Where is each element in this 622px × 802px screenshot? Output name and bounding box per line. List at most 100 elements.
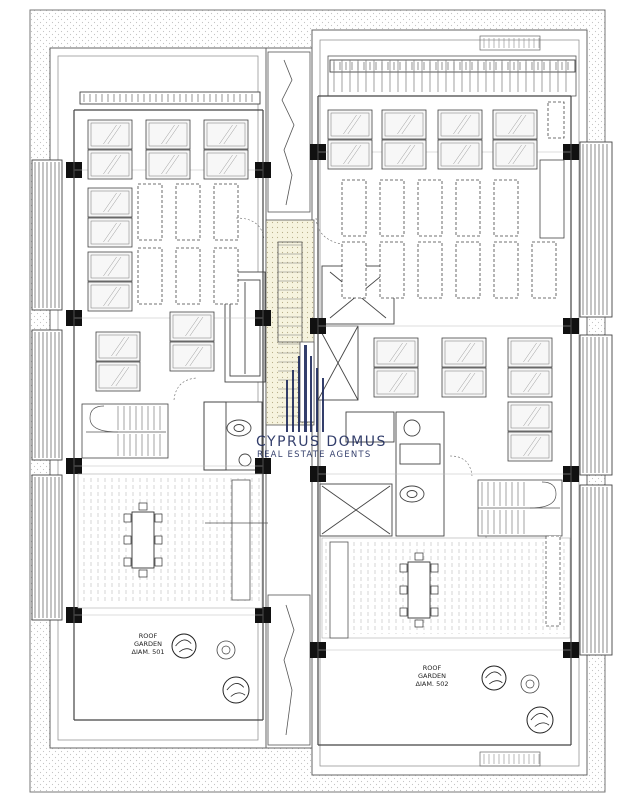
solar-panel-glare [343,114,357,135]
louvre-screens [31,141,613,656]
solar-panel-cell [444,340,484,365]
stair-right [477,479,563,537]
watermark-subtitle: REAL ESTATE AGENTS [257,450,371,460]
solar-panel-cell [495,112,535,137]
deck-area [321,537,571,639]
garden-lamp [520,674,540,694]
solar-panel-cell [90,122,130,147]
solar-panel-glare [111,336,125,357]
solar-panel-glare [185,316,199,337]
solar-panel-glare [527,342,542,363]
equipment-unit [417,241,443,299]
solar-panel-cell [172,314,212,339]
chair [154,535,163,545]
solar-panel-cell [206,152,246,177]
solar-panel-glare [397,114,411,135]
solar-panel-glare [103,154,117,175]
solar-panel-glare [397,144,411,165]
solar-panel-cell [495,142,535,167]
chair [430,563,439,573]
solar-panel-cell [172,344,212,369]
central-corridor [267,51,311,746]
solar-panel-glare [165,124,180,145]
solar-panel-cell [148,152,188,177]
roof-vent [479,751,541,767]
solar-panel-glare [107,192,122,213]
chair [123,535,132,545]
equipment-unit [137,247,163,305]
solar-panel-glare [347,144,362,165]
stair-flight [277,241,303,343]
solar-panel-cell [376,340,416,365]
solar-panel-glare [347,114,362,135]
solar-panel-glare [453,114,467,135]
solar-panel-glare [389,372,403,393]
solar-panel [327,139,373,170]
solar-panel-glare [527,436,542,457]
equipment-unit [455,241,481,299]
solar-panel-cell [90,254,130,279]
solar-panel-glare [523,342,537,363]
plant-leaves [175,639,193,653]
planter [231,479,251,601]
watermark-logo [286,345,324,432]
solar-panel-cell [206,122,246,147]
solar-panel-cell [440,142,480,167]
solar-panel-glare [508,114,522,135]
deck-right [321,535,571,639]
plant [222,676,250,704]
solar-panel-glare [115,336,130,357]
chair [138,569,148,578]
solar-panel-glare [185,346,199,367]
solar-panel-glare [189,346,204,367]
dining-table [131,511,155,569]
equipment-unit [539,159,565,239]
solar-panel-cell [510,434,550,459]
garden-lamp-core [525,679,535,689]
chair [123,557,132,567]
solar-panel-cell [376,370,416,395]
solar-panel-glare [457,144,472,165]
chair [399,563,408,573]
door-swing [315,217,343,245]
solar-panel-cell [90,284,130,309]
solar-panel-glare [103,256,117,277]
chair [138,502,148,511]
solar-panel-glare [523,372,537,393]
solar-panel-glare [461,372,476,393]
parapet-strip [79,91,261,105]
solar-panel-cell [98,334,138,359]
solar-panel-glare [343,144,357,165]
garden-left-line3: ΔΙΑΜ. 501 [132,648,165,656]
equipment-unit [493,179,519,237]
solar-panel-glare [219,154,233,175]
chair [430,585,439,595]
solar-panel-glare [523,436,537,457]
solar-panel-cell [330,142,370,167]
chair [414,619,424,628]
watermark-title: CYPRUS DOMUS [256,434,387,450]
solar-panel-cell [510,370,550,395]
solar-panel-cell [440,112,480,137]
solar-panel-glare [457,342,471,363]
solar-panel-glare [457,372,471,393]
plant [526,706,554,734]
solar-panel-glare [103,124,117,145]
solar-panel [87,119,133,150]
furniture [123,502,554,734]
plant-leaves [485,671,503,685]
solar-panel-glare [393,342,408,363]
solar-panel-glare [401,114,416,135]
garden-label-right: ROOF GARDEN ΔΙΑΜ. 502 [416,664,449,688]
solar-panel-glare [453,144,467,165]
stair-left [81,403,169,459]
garden-right-line1: ROOF [423,664,442,672]
garden-left-line1: ROOF [139,632,158,640]
garden-right-line3: ΔΙΑΜ. 502 [416,680,449,688]
equipment-unit [175,247,201,305]
solar-panel-glare [393,372,408,393]
solar-panel-glare [103,222,117,243]
solar-panel-glare [527,372,542,393]
solar-panel-glare [461,342,476,363]
equipment-unit [341,179,367,237]
